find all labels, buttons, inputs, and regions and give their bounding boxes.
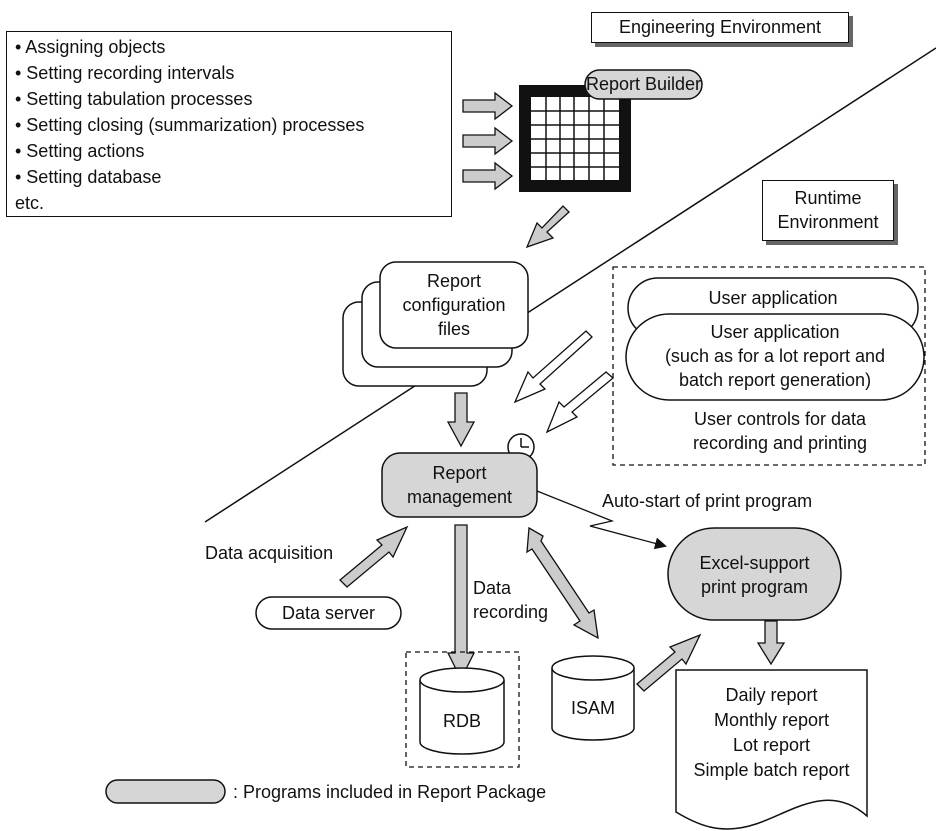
report-item: Simple batch report (693, 760, 850, 780)
data-recording-label: Data recording (473, 576, 548, 624)
user-app-front-line-1: User application (710, 322, 840, 342)
user-app-front-line-3: batch report generation) (678, 370, 872, 390)
legend-swatch (105, 779, 226, 804)
runtime-env-line-2: Environment (777, 212, 879, 232)
settings-list-box: • Assigning objects • Setting recording … (6, 31, 452, 217)
runtime-env-line-1: Runtime (794, 188, 862, 208)
print-to-reports-arrow (756, 620, 786, 666)
reports-document (675, 669, 868, 830)
data-recording-arrow (446, 524, 476, 681)
runtime-env-label: Runtime Environment (762, 180, 894, 241)
report-builder-label: Report Builder (585, 74, 702, 94)
settings-to-builder-arrows (462, 91, 514, 191)
isam-to-print-arrow (636, 633, 702, 692)
data-server-label: Data server (281, 603, 376, 623)
report-builder-pill (584, 69, 703, 100)
settings-list: • Assigning objects • Setting recording … (15, 34, 451, 216)
user-app-to-management-arrows (513, 330, 615, 434)
legend-label: : Programs included in Report Package (233, 782, 547, 802)
report-management-line-2: management (406, 487, 513, 507)
data-server-pill (255, 596, 402, 630)
report-builder-grid-icon (519, 85, 631, 192)
excel-print-program-box (667, 527, 842, 621)
report-item: Lot report (732, 735, 811, 755)
user-application-back-label: User application (708, 288, 838, 308)
report-config-line-2: configuration (402, 295, 506, 315)
report-config-files-stack (342, 261, 529, 387)
config-to-management-arrow (446, 392, 476, 448)
settings-item: • Setting database (15, 167, 162, 187)
isam-label: ISAM (570, 698, 615, 718)
excel-print-program-label: Excel-support print program (668, 551, 841, 599)
user-app-front-line-2: (such as for a lot report and (664, 346, 886, 366)
report-management-line-1: Report (432, 463, 487, 483)
excel-print-line-2: print program (700, 577, 809, 597)
report-management-label: Report management (382, 461, 537, 509)
engineering-env-text: Engineering Environment (618, 17, 822, 37)
settings-item: • Setting tabulation processes (15, 89, 253, 109)
auto-start-label: Auto-start of print program (602, 491, 813, 511)
rdb-label: RDB (442, 711, 481, 731)
user-controls-line-1: User controls for data (693, 409, 867, 429)
user-controls-line-2: recording and printing (692, 433, 868, 453)
environment-divider (204, 47, 936, 523)
report-config-line-3: files (437, 319, 470, 339)
data-acquisition-label: Data acquisition (205, 543, 334, 563)
rdb-cylinder-icon (419, 667, 505, 755)
user-application-front-label: User application (such as for a lot repo… (626, 320, 924, 392)
excel-print-line-1: Excel-support (699, 553, 810, 573)
settings-item: • Setting recording intervals (15, 63, 235, 83)
settings-item: • Setting closing (summarization) proces… (15, 115, 365, 135)
user-app-boundary (612, 266, 926, 466)
data-recording-line-1: Data (473, 578, 512, 598)
settings-item: etc. (15, 193, 45, 213)
reports-list: Daily report Monthly report Lot report S… (676, 683, 867, 783)
report-item: Monthly report (713, 710, 830, 730)
auto-start-connector (536, 490, 667, 550)
data-recording-line-2: recording (473, 602, 549, 622)
user-controls-label: User controls for data recording and pri… (640, 407, 920, 455)
report-management-box (381, 452, 538, 518)
settings-item: • Assigning objects (15, 37, 166, 57)
report-config-line-1: Report (426, 271, 482, 291)
builder-to-config-arrow (525, 205, 570, 249)
isam-cylinder-icon (551, 655, 635, 741)
settings-item: • Setting actions (15, 141, 145, 161)
data-acquisition-arrow (339, 525, 409, 588)
user-application-front (625, 313, 925, 401)
rdb-boundary (405, 651, 520, 768)
report-item: Daily report (725, 685, 818, 705)
engineering-env-label: Engineering Environment (591, 12, 849, 43)
report-config-files-label: Report configuration files (380, 269, 528, 341)
management-isam-arrow (526, 526, 599, 640)
